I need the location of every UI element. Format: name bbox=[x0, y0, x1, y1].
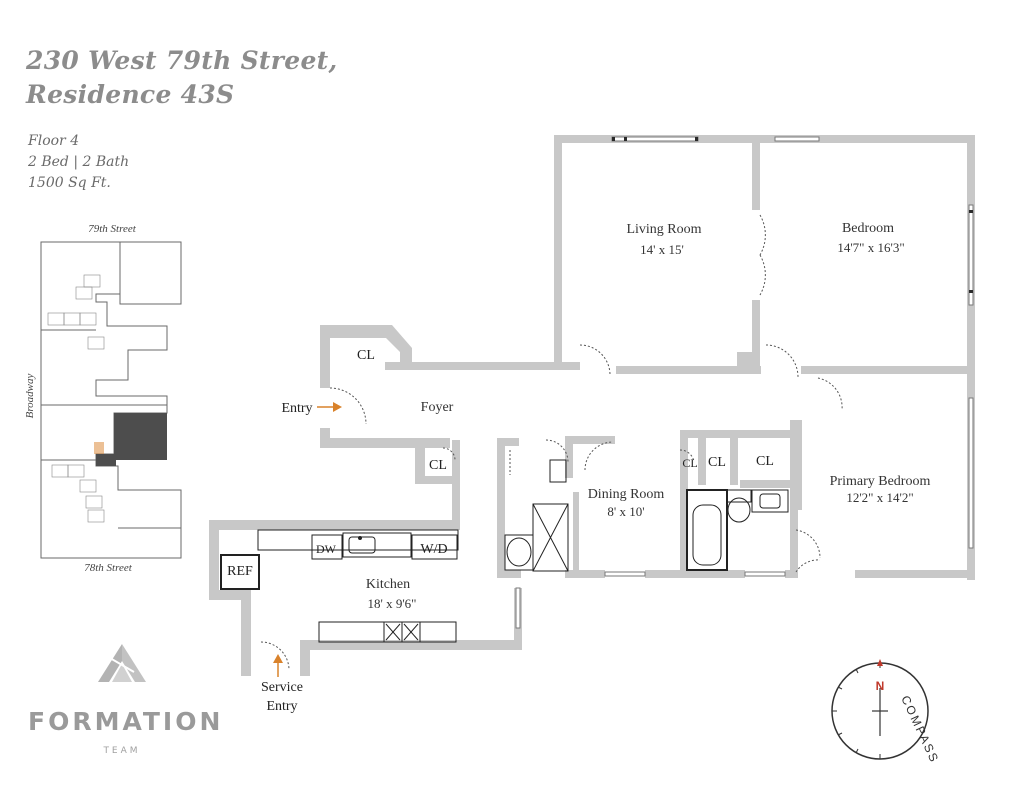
compass: N COMPASS bbox=[831, 659, 942, 766]
entry-arrows bbox=[273, 402, 342, 677]
primary-bedroom-dims: 12'2" x 14'2" bbox=[846, 490, 913, 505]
formation-logo-text: FORMATION bbox=[28, 707, 224, 736]
service-entry-label-line1: Service bbox=[261, 680, 303, 695]
property-title: 230 West 79th Street, Residence 43S bbox=[26, 44, 338, 112]
kitchen-name: Kitchen bbox=[366, 577, 410, 592]
service-entry-label-line2: Entry bbox=[266, 699, 297, 714]
key-plan-bottom-street: 78th Street bbox=[84, 562, 132, 574]
square-footage-label: 1500 Sq Ft. bbox=[28, 175, 111, 191]
washer-dryer-label: W/D bbox=[420, 542, 447, 557]
refrigerator bbox=[220, 554, 260, 590]
closet-label-foyer-top: CL bbox=[357, 348, 375, 363]
refrigerator-label: REF bbox=[227, 564, 253, 579]
washer-dryer bbox=[411, 534, 458, 560]
closet-label-bath: CL bbox=[708, 455, 726, 470]
bath-1-sink bbox=[549, 459, 567, 483]
fixtures bbox=[220, 459, 789, 643]
bathtub bbox=[686, 489, 728, 571]
toilet-2 bbox=[727, 497, 751, 523]
floor-label: Floor 4 bbox=[28, 133, 80, 149]
dishwasher-label: DW bbox=[316, 542, 337, 556]
doors bbox=[260, 214, 843, 671]
key-plan-north-block bbox=[40, 241, 182, 406]
unit-details: Floor 4 2 Bed | 2 Bath 1500 Sq Ft. bbox=[28, 131, 129, 194]
dining-room-dims: 8' x 10' bbox=[607, 504, 644, 519]
toilet-2-tank bbox=[726, 489, 752, 503]
living-room-name: Living Room bbox=[626, 222, 701, 237]
compass-north: N bbox=[876, 679, 885, 693]
closet-label-small: CL bbox=[682, 456, 697, 470]
living-room-dims: 14' x 15' bbox=[640, 242, 684, 257]
walls bbox=[209, 135, 975, 676]
formation-logo-subtext: TEAM bbox=[103, 746, 141, 756]
dining-room-name: Dining Room bbox=[588, 487, 665, 502]
kitchen-dims: 18' x 9'6" bbox=[368, 596, 417, 611]
key-plan-top-street: 79th Street bbox=[88, 223, 136, 235]
closet-label-foyer: CL bbox=[429, 458, 447, 473]
windows bbox=[515, 136, 974, 629]
toilet-1 bbox=[506, 537, 532, 567]
entry-label: Entry bbox=[281, 401, 312, 416]
key-plan-unit-highlight bbox=[96, 413, 167, 466]
key-plan: 79th Street 78th Street Broadway bbox=[24, 223, 182, 574]
kitchen-counter-top bbox=[257, 529, 459, 551]
foyer-name: Foyer bbox=[421, 400, 454, 415]
kitchen-sink bbox=[342, 532, 412, 558]
beds-baths-label: 2 Bed | 2 Bath bbox=[28, 154, 130, 170]
primary-bedroom-name: Primary Bedroom bbox=[830, 474, 931, 489]
stove bbox=[383, 621, 421, 643]
closet-label-primary: CL bbox=[756, 454, 774, 469]
bath-1-toilet-area bbox=[504, 534, 534, 571]
formation-logo-icon bbox=[98, 644, 146, 682]
bedroom-dims: 14'7" x 16'3" bbox=[837, 240, 904, 255]
room-labels: Living Room 14' x 15' Bedroom 14'7" x 16… bbox=[227, 221, 930, 714]
property-title-line1: 230 West 79th Street, bbox=[26, 46, 338, 75]
dishwasher bbox=[311, 534, 343, 560]
key-plan-side-street: Broadway bbox=[24, 373, 36, 418]
compass-word: COMPASS bbox=[898, 693, 942, 765]
property-title-line2: Residence 43S bbox=[26, 80, 235, 109]
bath-2-sink bbox=[751, 489, 789, 513]
bedroom-name: Bedroom bbox=[842, 221, 894, 236]
